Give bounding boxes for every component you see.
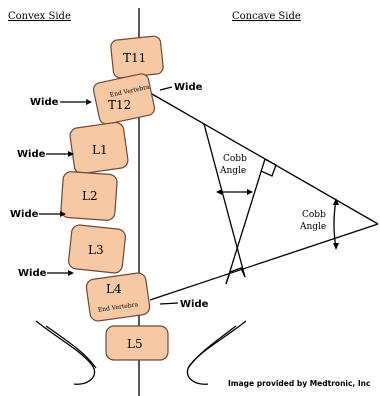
vertebra-label: L2	[82, 189, 98, 203]
vertebra-l3	[68, 224, 126, 274]
wide-label-right: Wide	[174, 82, 203, 93]
perpendicular-line-1	[203, 123, 246, 278]
arrowhead-center-right	[247, 189, 253, 195]
vertebra-label: L5	[127, 337, 143, 351]
wide-pointer-bottom	[159, 302, 179, 305]
cobb-angle-label-vertex-1: Cobb	[302, 210, 326, 220]
arrowhead	[60, 211, 66, 217]
arrowhead	[86, 99, 92, 105]
cobb-angle-label-center-2: Angle	[219, 166, 246, 176]
wide-label: Wide	[17, 149, 46, 160]
pelvis-outline	[35, 320, 96, 385]
cobb-angle-label-center-1: Cobb	[223, 154, 247, 164]
convex-side-header: Convex Side	[8, 11, 71, 22]
cobb-angle-label-vertex-2: Angle	[299, 222, 326, 232]
right-angle-marker-lower	[225, 267, 246, 285]
vertebra-l1	[69, 121, 129, 175]
arrowhead-vertex-bottom	[333, 243, 339, 250]
concave-side-header: Concave Side	[232, 11, 301, 22]
arrowhead-vertex-top	[333, 198, 339, 205]
wide-label: Wide	[18, 268, 47, 279]
vertebra-label: L3	[88, 243, 104, 257]
vertebra-t12	[92, 73, 156, 125]
arrowhead-center-left	[216, 189, 222, 195]
pelvis-outline-right	[186, 320, 247, 385]
image-credit: Image provided by Medtronic, Inc	[228, 379, 370, 388]
vertebra-label: T12	[108, 98, 131, 112]
vertebra-label: L4	[106, 282, 122, 296]
vertebra-label: L1	[92, 143, 108, 157]
vertebra-l5	[105, 325, 169, 361]
pelvis-outline-inner	[45, 325, 97, 369]
wide-label: Wide	[30, 97, 59, 108]
wide-label: Wide	[10, 209, 39, 220]
perpendicular-line-2	[225, 158, 266, 285]
wide-label-right: Wide	[180, 299, 209, 310]
vertebra-l2	[60, 171, 118, 221]
lower-endplate-line	[149, 223, 379, 301]
wide-pointer-top	[159, 86, 173, 91]
pelvis-outline-right-inner	[187, 325, 237, 369]
cobb-angle-arc-vertex	[333, 199, 337, 249]
arrowhead	[68, 151, 74, 157]
arrowhead	[68, 270, 74, 276]
vertebra-l4	[85, 272, 151, 322]
vertebra-label: T11	[123, 51, 146, 65]
right-angle-marker-upper	[260, 158, 277, 177]
